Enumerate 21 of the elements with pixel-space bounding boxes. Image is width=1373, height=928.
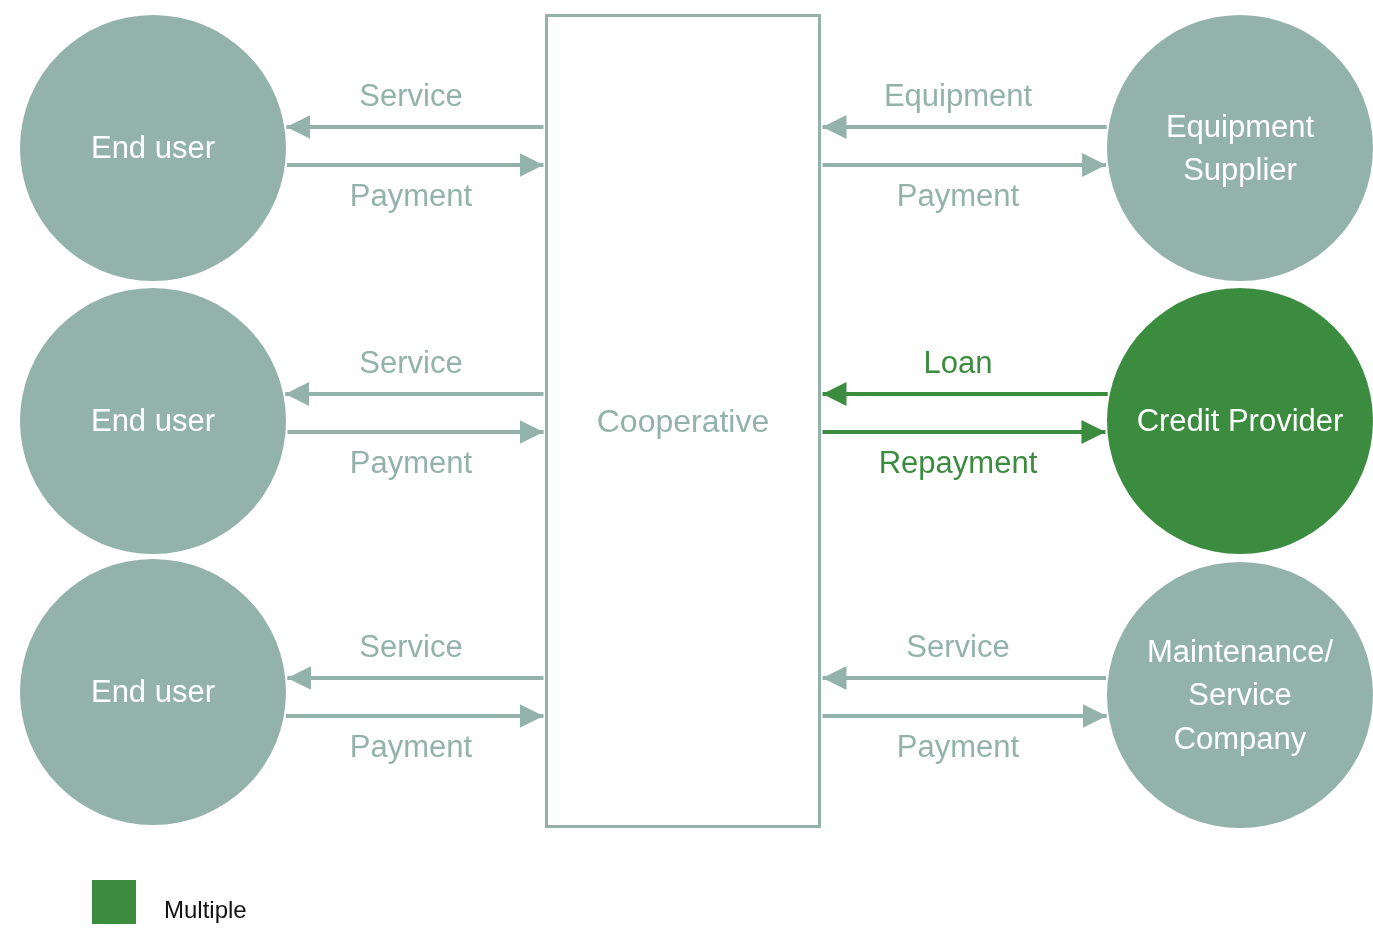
node-label: End user xyxy=(90,402,216,441)
arrow xyxy=(822,382,1108,406)
arrow xyxy=(822,153,1107,177)
arrow xyxy=(286,153,544,177)
arrow xyxy=(287,666,544,690)
cooperative-box xyxy=(545,14,821,828)
node-label: End user xyxy=(90,129,216,168)
node-label: Credit Provider xyxy=(1136,402,1344,441)
node-label: End user xyxy=(90,673,216,712)
arrow xyxy=(285,382,544,406)
arrow xyxy=(286,115,544,139)
arrow xyxy=(822,704,1107,728)
node-label: Equipment Supplier xyxy=(1164,107,1316,189)
node-label: Cooperative xyxy=(596,402,770,441)
arrow xyxy=(822,115,1107,139)
arrow xyxy=(822,420,1106,444)
arrow xyxy=(822,666,1107,690)
node-label: Maintenance/ Service Company xyxy=(1145,632,1335,758)
arrow xyxy=(287,420,544,444)
arrow xyxy=(285,704,544,728)
legend-label: Multiple xyxy=(164,896,247,924)
